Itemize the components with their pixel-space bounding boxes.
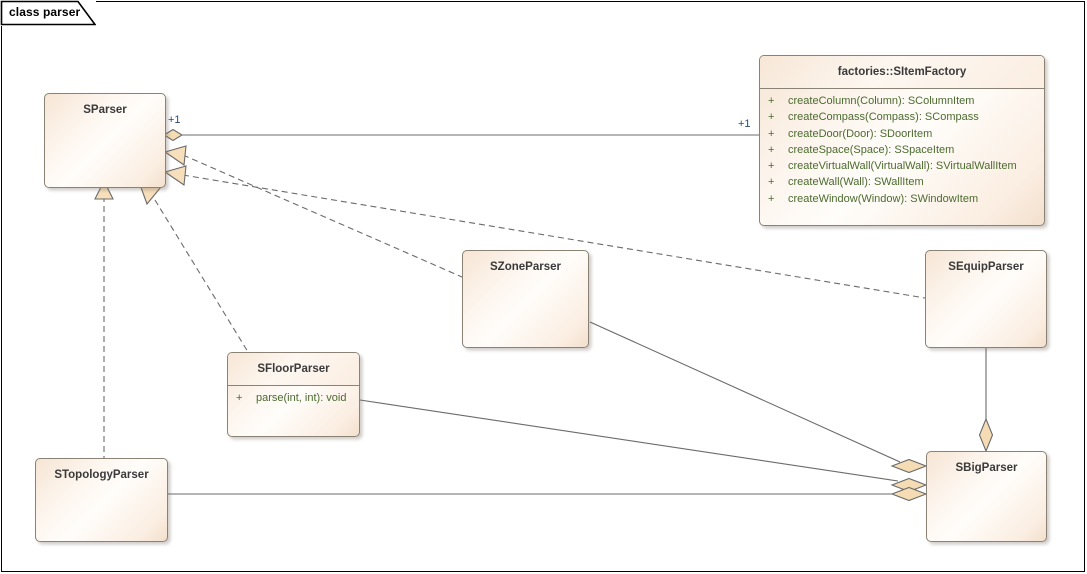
visibility-marker: + — [768, 176, 775, 189]
member-signature: createColumn(Column): SColumnItem — [788, 95, 975, 107]
multiplicity-sparser-end: +1 — [168, 114, 181, 126]
member-signature: createSpace(Space): SSpaceItem — [788, 143, 955, 156]
member-row[interactable]: + createWall(Wall): SWallItem — [760, 174, 1044, 190]
visibility-marker: + — [768, 143, 775, 156]
visibility-marker: + — [768, 192, 775, 205]
member-row[interactable]: + parse(int, int): void — [228, 390, 359, 406]
diagram-frame-tab: class parser — [0, 0, 96, 26]
class-box-sitemfactory[interactable]: factories::SItemFactory + createColumn(C… — [759, 55, 1045, 226]
class-box-sparser[interactable]: SParser — [44, 93, 166, 188]
class-name-sequipparser: SEquipParser — [948, 261, 1024, 273]
member-signature: createCompass(Compass): SCompass — [788, 111, 979, 124]
class-box-sbigparser[interactable]: SBigParser — [926, 451, 1047, 542]
member-row[interactable]: + createWindow(Window): SWindowItem — [760, 191, 1044, 207]
visibility-marker: + — [768, 95, 775, 107]
frame-tab-shape — [0, 0, 96, 26]
member-signature: createDoor(Door): SDoorItem — [788, 127, 933, 140]
class-box-stopologyparser[interactable]: STopologyParser — [35, 458, 168, 542]
class-name-sparser: SParser — [83, 104, 127, 116]
class-box-szoneparser[interactable]: SZoneParser — [462, 250, 589, 348]
class-box-sfloorparser[interactable]: SFloorParser + parse(int, int): void — [227, 352, 360, 437]
class-name-sfloorparser: SFloorParser — [228, 353, 359, 386]
members-sitemfactory: + createColumn(Column): SColumnItem + cr… — [760, 89, 1044, 211]
member-signature: createWindow(Window): SWindowItem — [788, 192, 979, 205]
member-signature: createVirtualWall(VirtualWall): SVirtual… — [788, 160, 1017, 173]
class-name-szoneparser: SZoneParser — [490, 261, 561, 273]
member-row[interactable]: + createDoor(Door): SDoorItem — [760, 126, 1044, 142]
member-row[interactable]: + createCompass(Compass): SCompass — [760, 109, 1044, 125]
member-signature: parse(int, int): void — [256, 392, 347, 404]
visibility-marker: + — [768, 111, 775, 124]
member-row[interactable]: + createColumn(Column): SColumnItem — [760, 93, 1044, 109]
visibility-marker: + — [768, 127, 775, 140]
class-name-sbigparser: SBigParser — [955, 462, 1018, 474]
diagram-tab-label: class parser — [9, 5, 81, 19]
member-row[interactable]: + createVirtualWall(VirtualWall): SVirtu… — [760, 158, 1044, 174]
members-sfloorparser: + parse(int, int): void — [228, 386, 359, 410]
member-row[interactable]: + createSpace(Space): SSpaceItem — [760, 142, 1044, 158]
visibility-marker: + — [768, 160, 775, 173]
visibility-marker: + — [236, 392, 243, 404]
class-name-stopologyparser: STopologyParser — [54, 469, 149, 481]
class-box-sequipparser[interactable]: SEquipParser — [925, 250, 1047, 348]
class-name-sitemfactory: factories::SItemFactory — [760, 56, 1044, 89]
member-signature: createWall(Wall): SWallItem — [788, 176, 924, 189]
multiplicity-itemfactory-end: +1 — [738, 118, 751, 130]
